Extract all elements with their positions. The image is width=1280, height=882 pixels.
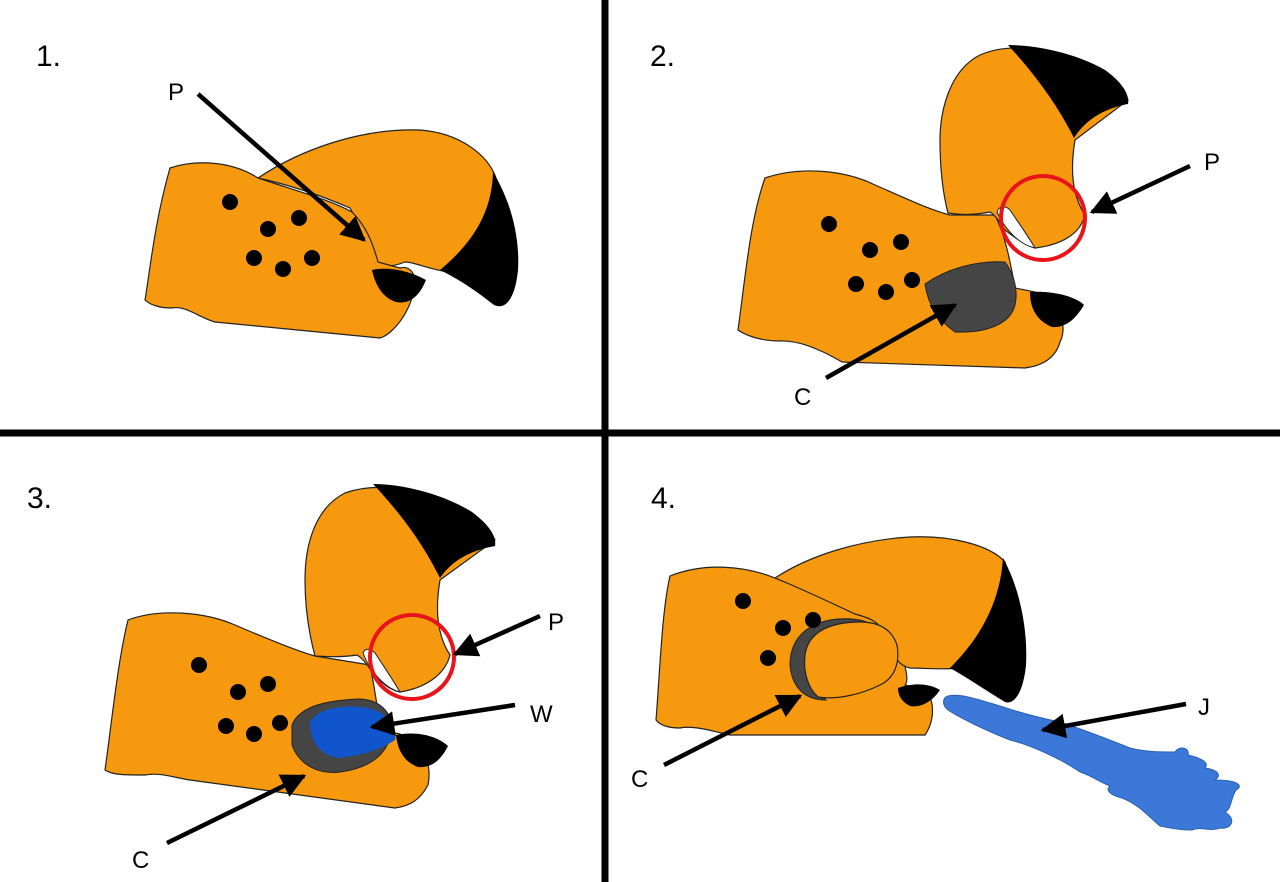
panel-number: 3. — [27, 482, 52, 515]
pore-dot — [862, 242, 878, 258]
label-w: W — [530, 701, 553, 728]
propus-tip — [372, 268, 426, 303]
label-c: C — [132, 847, 149, 874]
pore-dot — [260, 221, 276, 237]
pore-dot — [230, 684, 246, 700]
panel-number: 2. — [650, 40, 675, 73]
dactyl-tip — [440, 172, 519, 307]
label-c: C — [794, 384, 811, 411]
pore-dot — [218, 718, 234, 734]
arrow-c — [824, 303, 958, 380]
panel-1: 1. P — [36, 40, 519, 339]
arrow-p — [196, 92, 366, 242]
highlight-circle — [368, 613, 456, 701]
pore-dot — [821, 216, 837, 232]
arrow-w — [369, 702, 516, 736]
pore-dot — [191, 657, 207, 673]
dactyl-tip — [373, 484, 496, 578]
highlight-circle — [999, 174, 1087, 262]
propus-tip — [396, 733, 448, 768]
plunger — [803, 621, 899, 699]
dactyl-tip — [1008, 45, 1129, 138]
pore-dot — [893, 234, 909, 250]
panel-number: 4. — [651, 482, 676, 515]
pore-dot — [775, 620, 791, 636]
plunger-gap — [362, 648, 402, 693]
arrow-p — [452, 613, 541, 657]
pore-dot — [904, 272, 920, 288]
pore-dot — [805, 612, 821, 628]
panel-3: 3. P W C — [27, 482, 564, 874]
dactyl-tip — [950, 558, 1027, 703]
pore-dot — [878, 284, 894, 300]
water-jet — [943, 694, 1240, 831]
label-j: J — [1198, 694, 1210, 721]
pore-dot — [848, 276, 864, 292]
pore-dot — [760, 650, 776, 666]
propus-tip — [898, 684, 940, 707]
label-c: C — [631, 766, 648, 793]
pore-dot — [272, 715, 288, 731]
pore-dot — [275, 261, 291, 277]
panel-2: 2. P C — [650, 40, 1220, 411]
arrow-c — [662, 693, 803, 768]
arrow-p — [1089, 163, 1191, 215]
panel-number: 1. — [36, 40, 61, 73]
label-p: P — [168, 79, 184, 106]
label-p: P — [1204, 149, 1220, 176]
pore-dot — [260, 676, 276, 692]
arrow-c — [166, 773, 307, 846]
pore-dot — [222, 194, 238, 210]
pore-dot — [246, 250, 262, 266]
arrow-j — [1040, 701, 1187, 739]
pore-dot — [735, 593, 751, 609]
pore-dot — [246, 726, 262, 742]
pore-dot — [291, 210, 307, 226]
panel-4: 4. C J — [631, 482, 1240, 831]
label-p: P — [548, 609, 564, 636]
propus-tip — [1030, 291, 1084, 328]
pore-dot — [304, 250, 320, 266]
